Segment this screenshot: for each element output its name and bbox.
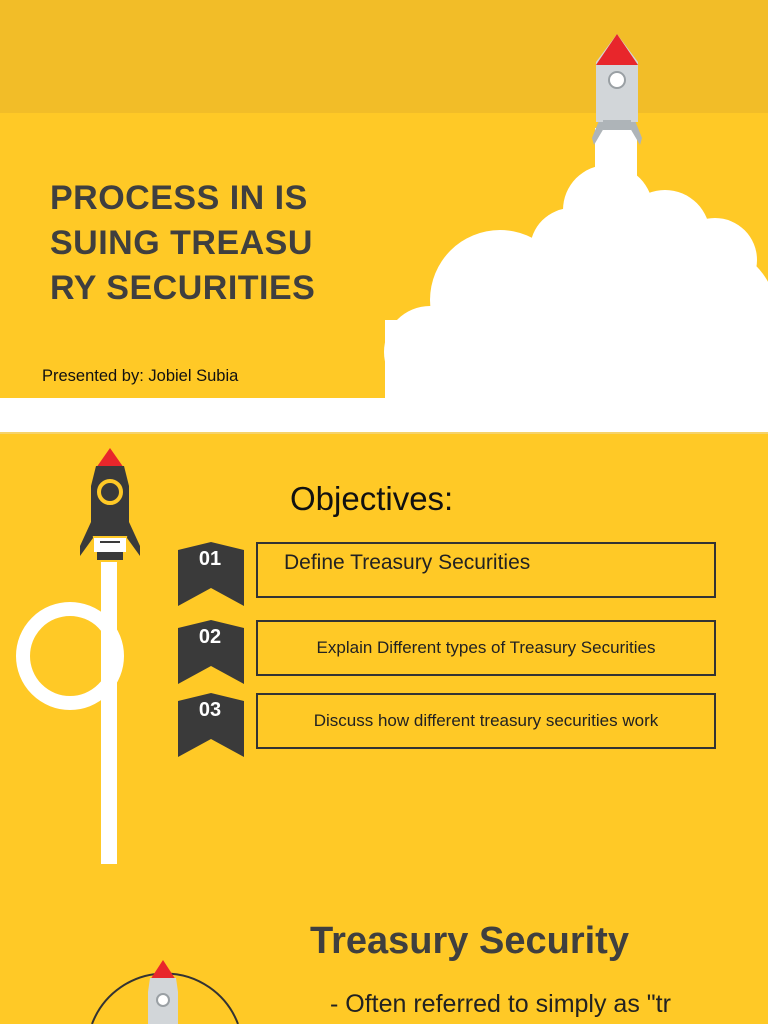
bottom-band [0,398,768,432]
objective-box: Explain Different types of Treasury Secu… [256,620,716,676]
slide2-art [16,448,140,864]
top-band [0,0,768,113]
slide1-art [384,34,768,400]
objective-text: Define Treasury Securities [284,551,531,574]
loop-trail-icon [16,562,124,864]
rocket-icon [148,960,178,1024]
objective-box: Discuss how different treasury securitie… [256,693,716,749]
treasury-security-body: - Often referred to simply as "tr [330,990,671,1018]
objective-item: 01 Define Treasury Securities [176,542,720,606]
title-line: SUING TREASU [50,224,313,262]
title-slide: PROCESS IN IS SUING TREASU RY SECURITIES… [0,0,768,432]
objective-text: Discuss how different treasury securitie… [313,711,659,730]
slide-divider [0,432,768,434]
rocket-icon [80,448,140,560]
objective-number: 01 [198,548,222,570]
objective-item: 03 Discuss how different treasury securi… [176,693,720,757]
chevron-badge-icon [178,620,244,684]
treasury-security-heading: Treasury Security [310,920,629,962]
title-line: RY SECURITIES [50,269,316,307]
chevron-badge-icon [178,693,244,757]
chevron-badge-icon [178,542,244,606]
presenter-text: Presented by: Jobiel Subia [42,367,239,385]
rocket-icon [592,34,642,145]
objectives-slide: Objectives: 01 Define Treasury Securitie… [0,434,768,879]
cloud-icon [384,128,768,400]
objective-box: Define Treasury Securities [256,542,716,598]
objective-number: 03 [198,699,222,721]
objectives-heading: Objectives: [290,480,454,517]
title-line: PROCESS IN IS [50,179,308,217]
slide3-art [91,960,239,1024]
page-title: PROCESS IN IS SUING TREASU RY SECURITIES [50,176,370,311]
treasury-security-slide: Treasury Security - Often referred to si… [0,880,768,1024]
objective-number: 02 [198,626,222,648]
objective-text: Explain Different types of Treasury Secu… [316,638,656,657]
objective-item: 02 Explain Different types of Treasury S… [176,620,720,684]
